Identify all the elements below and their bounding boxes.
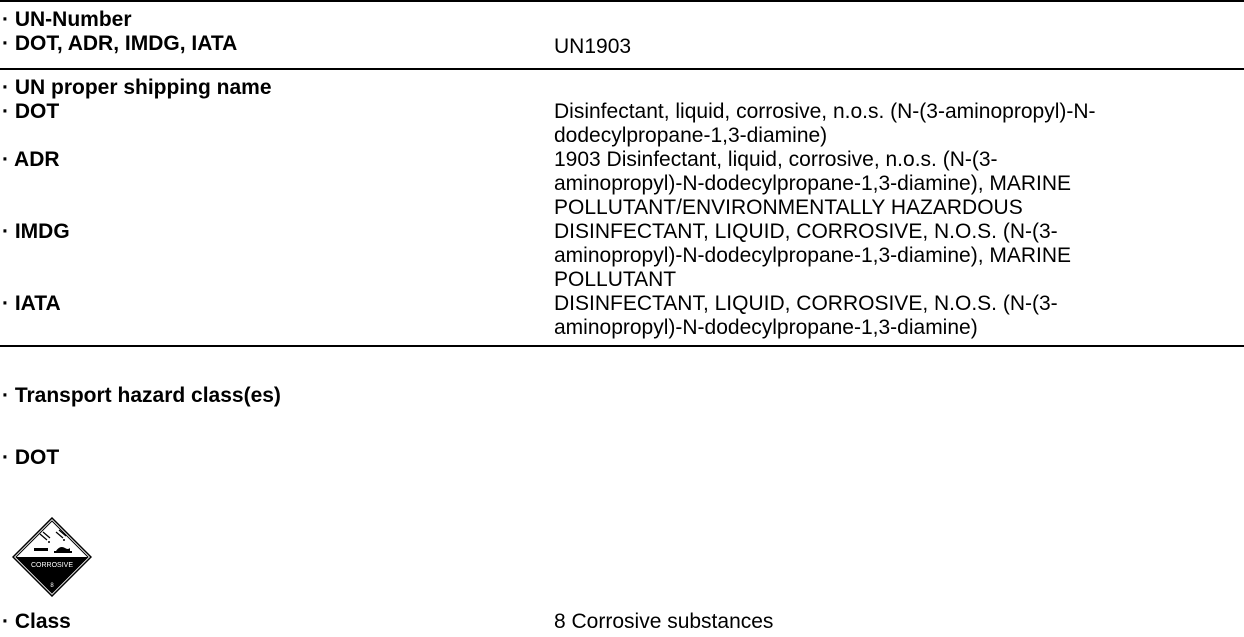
class-label: · Class <box>2 610 71 633</box>
imdg-line-3: POLLUTANT <box>554 268 677 291</box>
divider-2 <box>0 345 1244 347</box>
hazard-dot-label: · DOT <box>2 446 60 469</box>
corrosive-pictogram-text: CORROSIVE <box>31 562 73 569</box>
corrosive-pictogram: CORROSIVE 8 <box>11 516 93 598</box>
corrosive-diamond-icon: CORROSIVE 8 <box>11 516 93 598</box>
adr-label: · ADR <box>2 148 60 171</box>
un-number-label: · DOT, ADR, IMDG, IATA <box>2 32 238 55</box>
imdg-shipping-name: DISINFECTANT, LIQUID, CORROSIVE, N.O.S. … <box>554 220 1244 292</box>
divider-1 <box>0 68 1244 70</box>
imdg-line-2: aminopropyl)-N-dodecylpropane-1,3-diamin… <box>554 244 1072 267</box>
dot-line-1: Disinfectant, liquid, corrosive, n.o.s. … <box>554 100 1096 123</box>
class-value: 8 Corrosive substances <box>554 610 774 633</box>
top-rule <box>0 0 1244 2</box>
imdg-line-1: DISINFECTANT, LIQUID, CORROSIVE, N.O.S. … <box>554 220 1058 243</box>
adr-line-2: aminopropyl)-N-dodecylpropane-1,3-diamin… <box>554 172 1072 195</box>
shipping-name-heading: · UN proper shipping name <box>2 76 272 99</box>
iata-label: · IATA <box>2 292 61 315</box>
corrosive-pictogram-class: 8 <box>50 583 54 589</box>
un-number-heading: · UN-Number <box>2 8 132 31</box>
iata-line-2: aminopropyl)-N-dodecylpropane-1,3-diamin… <box>554 316 978 339</box>
imdg-label: · IMDG <box>2 220 70 243</box>
adr-line-1: 1903 Disinfectant, liquid, corrosive, n.… <box>554 148 998 171</box>
dot-label: · DOT <box>2 100 60 123</box>
hazard-class-heading: · Transport hazard class(es) <box>2 384 281 407</box>
un-number-value: UN1903 <box>554 35 632 58</box>
adr-shipping-name: 1903 Disinfectant, liquid, corrosive, n.… <box>554 148 1244 220</box>
iata-line-1: DISINFECTANT, LIQUID, CORROSIVE, N.O.S. … <box>554 292 1058 315</box>
adr-line-3: POLLUTANT/ENVIRONMENTALLY HAZARDOUS <box>554 196 1023 219</box>
dot-line-2: dodecylpropane-1,3-diamine) <box>554 124 828 147</box>
iata-shipping-name: DISINFECTANT, LIQUID, CORROSIVE, N.O.S. … <box>554 292 1244 340</box>
dot-shipping-name: Disinfectant, liquid, corrosive, n.o.s. … <box>554 100 1244 148</box>
